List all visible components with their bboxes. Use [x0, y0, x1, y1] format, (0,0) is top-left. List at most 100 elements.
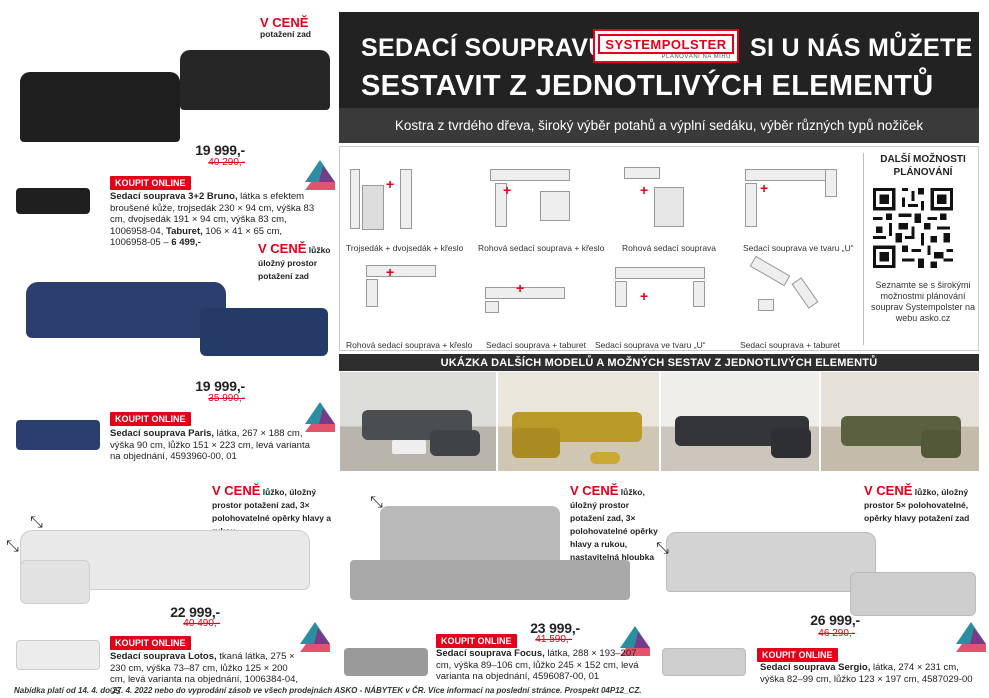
focus-buy-online-button[interactable]: KOUPIT ONLINE [436, 634, 517, 648]
banner-line2: SESTAVIT Z JEDNOTLIVÝCH ELEMENTŮ [361, 70, 934, 102]
schema-block [485, 301, 499, 313]
schema-block [366, 279, 378, 307]
lotos-price: 22 999,- [170, 604, 220, 620]
bruno-old-price: 40 290,- [208, 157, 245, 168]
banner-subtitle: Kostra z tvrdého dřeva, široký výběr pot… [339, 108, 979, 143]
schema-label: Rohová sedací souprava + křeslo [478, 243, 605, 253]
focus-desc: látka, 288 × 193–207 cm, výška 89–106 cm… [436, 648, 639, 682]
schema-label: Sedací souprava ve tvaru „U“ [743, 243, 854, 253]
sergio-buy-online-button[interactable]: KOUPIT ONLINE [757, 648, 838, 662]
bruno-taburet-name: Taburet, [166, 225, 203, 237]
fabric-swatch-icon [956, 622, 986, 652]
sergio-included: V CENĚ lůžko, úložný prostor 5× polohova… [864, 484, 979, 524]
schema-block [400, 169, 412, 229]
schema-block [745, 183, 757, 227]
lotos-desc: tkaná látka, 275 × 230 cm, výška 73–87 c… [110, 651, 299, 697]
more-options-text: Seznamte se s širokými možnostmi plánová… [870, 280, 976, 323]
bruno-taburet-price: 6 499,- [168, 237, 201, 248]
banner-line1-left: SEDACÍ SOUPRAVU [361, 34, 607, 62]
bruno-taburet-image [16, 188, 90, 214]
schema-label: Sedací souprava + taburet [740, 340, 840, 350]
paris-old-price: 35 990,- [208, 393, 245, 404]
bruno-included: V CENĚ potažení zad [260, 16, 340, 39]
qr-code[interactable] [873, 188, 953, 268]
schema-label: Trojsedák + dvojsedák + křeslo [346, 243, 464, 253]
sergio-included-label: V CENĚ [864, 483, 913, 498]
sergio-name: Sedací souprava Sergio, [760, 662, 871, 673]
banner-line1-right: SI U NÁS MŮŽETE [750, 34, 973, 62]
schema-block [654, 187, 684, 227]
focus-name: Sedací souprava Focus, [436, 648, 545, 659]
plus-icon: + [503, 182, 512, 198]
schema-block [490, 169, 570, 181]
plus-icon: + [760, 180, 769, 196]
rotate-arrow-icon: ⤡ [656, 540, 669, 557]
lotos-name: Sedací souprava Lotos, [110, 651, 217, 662]
focus-old-price: 41 590,- [535, 634, 572, 645]
plus-icon: + [640, 182, 649, 198]
sergio-chaise-image [850, 572, 976, 616]
showcase-photo-4 [821, 372, 979, 471]
schema-block [624, 167, 660, 179]
bruno-included-text: potažení zad [260, 29, 312, 39]
plus-icon: + [640, 288, 649, 304]
plus-icon: + [386, 264, 395, 280]
sergio-sofa-image [666, 532, 876, 592]
paris-included-label: V CENĚ [258, 241, 307, 256]
focus-description: Sedací souprava Focus, látka, 288 × 193–… [436, 648, 646, 683]
logo-subtext: PLÁNOVÁNÍ NA MÍRU [661, 54, 731, 60]
sergio-bed-image [662, 648, 746, 676]
schema-block [615, 281, 627, 307]
showcase-photo-1 [340, 372, 496, 471]
sergio-price: 26 999,- [810, 612, 860, 628]
sergio-included-text: lůžko, úložný prostor 5× polohovatelné, … [864, 487, 970, 523]
lotos-chaise-image [20, 560, 90, 604]
rotate-arrow-icon: ⤡ [30, 514, 43, 531]
lotos-old-price: 40 490,- [183, 618, 220, 629]
paris-price: 19 999,- [195, 378, 245, 394]
focus-price: 23 999,- [530, 620, 580, 636]
showcase-photo-3 [661, 372, 819, 471]
schema-divider [863, 153, 864, 345]
fabric-swatch-icon [300, 622, 330, 652]
bruno-desc: látka s efektem broušené kůže, trojsedák… [110, 191, 315, 237]
paris-desc: látka, 267 × 188 cm, výška 90 cm, lůžko … [110, 428, 310, 462]
paris-description: Sedací souprava Paris, látka, 267 × 188 … [110, 428, 310, 463]
configuration-schema: + + + + Trojsedák + dvojsedák + křeslo R… [339, 146, 979, 351]
schema-label: Sedací souprava ve tvaru „U“ [595, 340, 706, 350]
schema-label: Rohová sedací souprava [622, 243, 717, 253]
schema-block [350, 169, 360, 229]
paris-buy-online-button[interactable]: KOUPIT ONLINE [110, 412, 191, 426]
paris-bed-image [16, 420, 100, 450]
bruno-included-label: V CENĚ [260, 15, 309, 30]
offer-footnote: Nabídka platí od 14. 4. do 27. 4. 2022 n… [14, 686, 642, 695]
schema-block [540, 191, 570, 221]
bruno-buy-online-button[interactable]: KOUPIT ONLINE [110, 176, 191, 190]
schema-block [758, 299, 774, 311]
plus-icon: + [516, 280, 525, 296]
showcase-photo-2 [498, 372, 659, 471]
bruno-loveseat-image [180, 50, 330, 110]
schema-block [749, 255, 791, 287]
bruno-description: Sedací souprava 3+2 Bruno, látka s efekt… [110, 191, 318, 249]
schema-block [693, 281, 705, 307]
more-options-title: DALŠÍ MOŽNOSTI PLÁNOVÁNÍ [880, 154, 966, 178]
fabric-swatch-icon [305, 160, 335, 190]
schema-block [745, 169, 835, 181]
systempolster-logo: SYSTEMPOLSTER PLÁNOVÁNÍ NA MÍRU [593, 29, 739, 63]
rotate-arrow-icon: ⤡ [6, 538, 19, 555]
bruno-price: 19 999,- [195, 142, 245, 158]
bruno-taburet-desc: 106 × 41 × 65 cm, 1006958-05 – [110, 225, 283, 249]
lotos-buy-online-button[interactable]: KOUPIT ONLINE [110, 636, 191, 650]
sergio-old-price: 46 290,- [818, 628, 855, 639]
focus-sofa-image [380, 506, 560, 566]
bruno-name: Sedací souprava 3+2 Bruno, [110, 191, 238, 202]
models-bar: UKÁZKA DALŠÍCH MODELŮ A MOŽNÝCH SESTAV Z… [339, 354, 979, 371]
fabric-swatch-icon [305, 402, 335, 432]
schema-block [366, 265, 436, 277]
schema-block [485, 287, 565, 299]
rotate-arrow-icon: ⤡ [370, 494, 383, 511]
lotos-bed-image [16, 640, 100, 670]
schema-block [825, 169, 837, 197]
focus-included-label: V CENĚ [570, 483, 619, 498]
